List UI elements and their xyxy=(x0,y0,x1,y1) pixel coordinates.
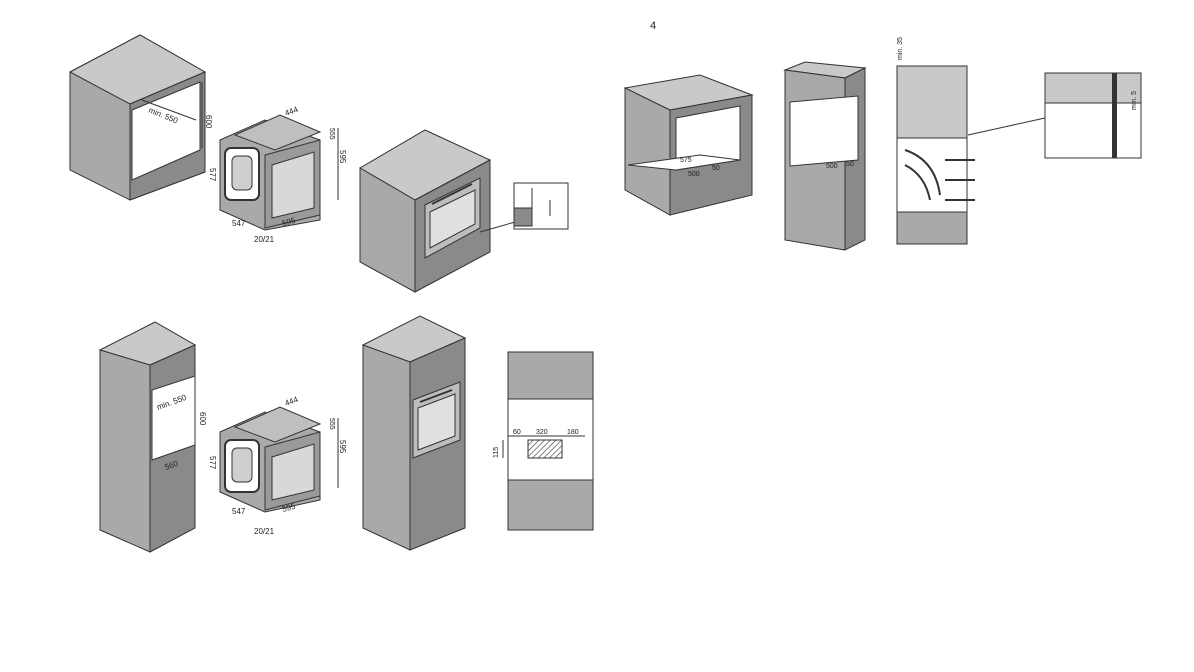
tall-height-label: 600 xyxy=(198,412,207,426)
tall-cabinet-figure: min. 550 600 560 xyxy=(98,321,207,553)
step-number: 4 xyxy=(650,20,656,32)
tall-cabinet-with-oven-figure xyxy=(361,315,467,551)
vent-detail-figure: 60 320 180 115 xyxy=(493,351,594,531)
cab1-height-label: 600 xyxy=(204,115,213,129)
base-open-w3: 575 xyxy=(680,157,692,164)
section-detail-gap: min. 5 xyxy=(1131,91,1138,110)
base-open-w2: 50 xyxy=(712,165,720,172)
oven-b-top-depth: 444 xyxy=(284,395,300,408)
vent-gap-180: 180 xyxy=(567,429,579,436)
base-open-w1: 500 xyxy=(688,171,700,178)
tall-width-label: 560 xyxy=(164,459,180,472)
oven-dimensions-figure-a: 444 547 595 577 595 555 20/21 xyxy=(208,105,347,244)
section-view-figure: min. 35 min. 5 xyxy=(896,37,1142,245)
base-cabinet-open-figure: 500 50 575 xyxy=(623,74,754,216)
vent-gap-60: 60 xyxy=(513,429,521,436)
tall-cabinet-open-figure: 500 50 xyxy=(783,61,867,251)
oven-b-front-height: 595 xyxy=(338,440,347,454)
oven-b-bottom: 20/21 xyxy=(254,527,275,536)
vent-height-115: 115 xyxy=(493,447,500,458)
oven-a-height: 577 xyxy=(208,168,217,182)
undercounter-cabinet-figure: min. 550 600 xyxy=(68,34,213,201)
oven-b-width: 595 xyxy=(281,502,297,514)
oven-b-depth: 547 xyxy=(232,507,246,516)
cabinet-with-oven-figure xyxy=(359,129,569,293)
oven-a-bottom: 20/21 xyxy=(254,235,275,244)
oven-a-front-height: 595 xyxy=(338,150,347,164)
vent-gap-320: 320 xyxy=(536,429,548,436)
oven-a-width: 595 xyxy=(281,216,297,228)
oven-b-small-a: 555 xyxy=(328,418,335,430)
oven-a-top-depth: 444 xyxy=(284,105,300,118)
tall-open-w2: 50 xyxy=(846,161,854,168)
oven-dimensions-figure-b: 444 547 595 577 595 555 20/21 xyxy=(208,395,347,536)
oven-a-depth: 547 xyxy=(232,219,246,228)
section-top-clearance: min. 35 xyxy=(897,37,904,60)
oven-b-height: 577 xyxy=(208,456,217,470)
oven-a-small-a: 555 xyxy=(328,128,335,140)
tall-open-w1: 500 xyxy=(826,163,838,170)
